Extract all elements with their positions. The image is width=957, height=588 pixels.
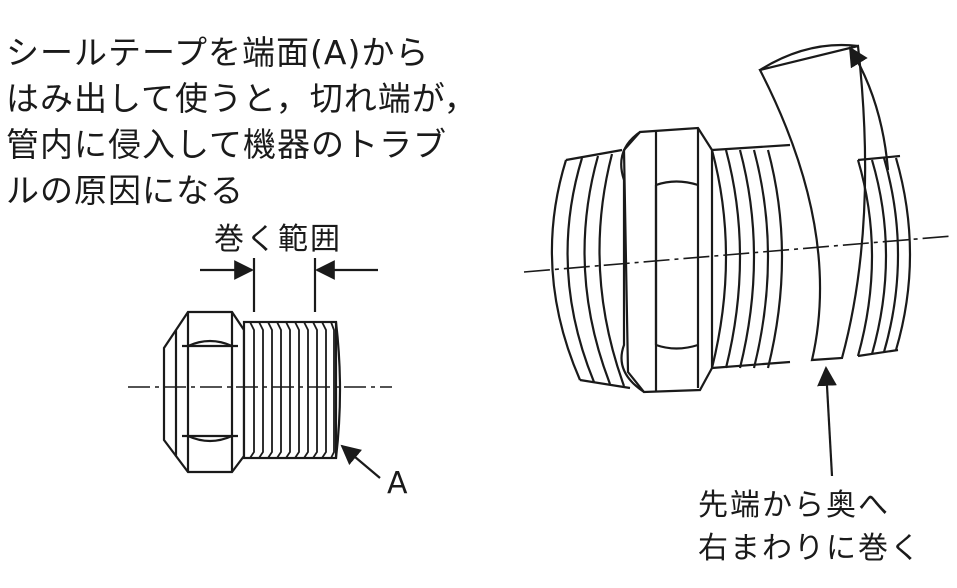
caution-note-line: 管内に侵入して機器のトラブ bbox=[6, 125, 448, 164]
right-thread-rings bbox=[710, 143, 791, 370]
left-fitting-illustration bbox=[128, 258, 392, 479]
caution-note: シールテープを端面(A)から はみ出して使うと，切れ端が， 管内に侵入して機器の… bbox=[6, 30, 478, 214]
caution-note-line: シールテープを端面(A)から bbox=[6, 33, 430, 72]
caution-note-line: ルの原因になる bbox=[6, 171, 244, 210]
tape-start-leader-arrow bbox=[817, 366, 837, 477]
wrap-direction-label-line1: 先端から奥へ bbox=[698, 488, 890, 523]
threaded-body-left bbox=[242, 320, 342, 460]
seal-tape bbox=[758, 43, 867, 362]
end-face-leader-arrow bbox=[340, 444, 381, 479]
rotation-direction-arrow bbox=[848, 46, 890, 171]
right-fitting-illustration bbox=[523, 43, 953, 477]
left-thread-rings bbox=[550, 148, 631, 390]
wrap-direction-label-line2: 右まわりに巻く bbox=[698, 531, 922, 566]
end-face-label: A bbox=[387, 466, 408, 501]
wrap-range-dimension bbox=[200, 258, 378, 312]
caution-note-line: はみ出して使うと，切れ端が， bbox=[6, 79, 478, 118]
center-line-right bbox=[523, 235, 953, 273]
hex-nut-left bbox=[162, 310, 246, 474]
wrap-range-label: 巻く範囲 bbox=[214, 222, 342, 257]
end-thread-rings bbox=[856, 154, 912, 358]
